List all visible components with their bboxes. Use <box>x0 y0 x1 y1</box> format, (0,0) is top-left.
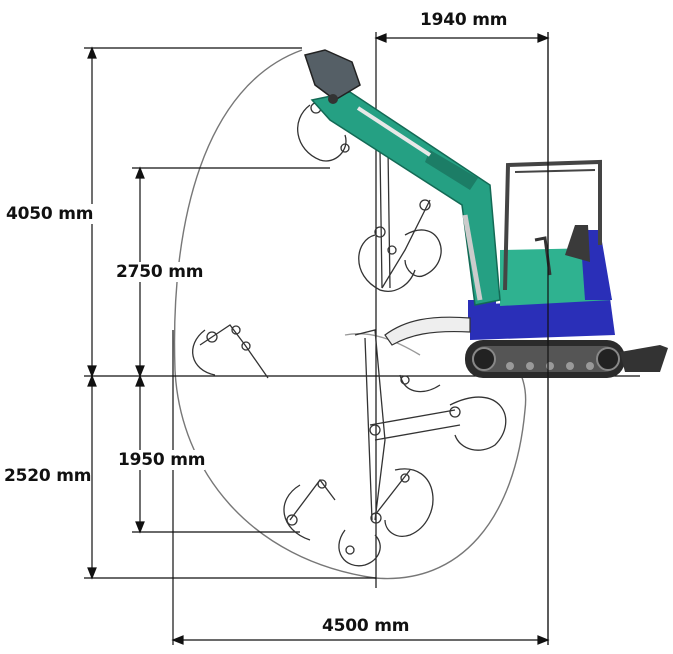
dump-height-label: 2750 mm <box>116 262 204 282</box>
vertical-wall-depth-label: 1950 mm <box>118 450 206 470</box>
boom <box>310 91 501 306</box>
max-height-label: 4050 mm <box>6 204 94 224</box>
track-assembly <box>465 340 625 378</box>
max-depth-label: 2520 mm <box>4 466 92 486</box>
arm-position-sketches <box>192 102 507 567</box>
working-range-envelope <box>173 49 527 580</box>
inner-reach-arc <box>344 333 421 356</box>
top-reach-label: 1940 mm <box>420 10 508 30</box>
boom-cylinder <box>462 214 483 301</box>
operator-seat <box>565 225 590 262</box>
dozer-blade <box>620 345 668 372</box>
upper-body-blue <box>470 298 615 340</box>
lower-boom-sketch <box>384 316 471 346</box>
excavator <box>304 49 668 378</box>
max-reach-label: 4500 mm <box>322 616 410 636</box>
cab-frame <box>503 159 602 291</box>
bucket <box>304 49 361 101</box>
outer-reach-arc <box>173 49 527 580</box>
